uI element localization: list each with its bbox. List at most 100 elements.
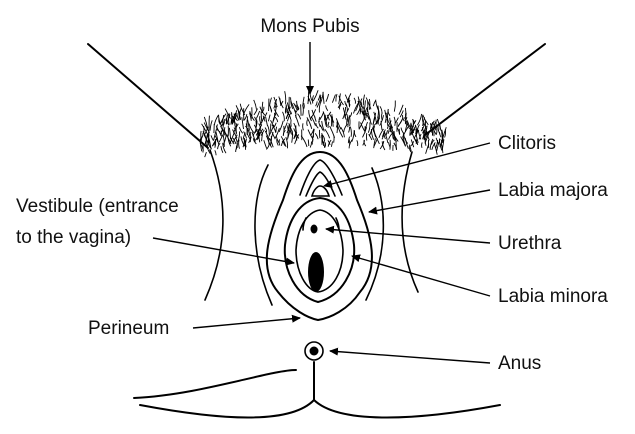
label-perineum: Perineum: [88, 318, 169, 339]
hair-stroke: [357, 108, 360, 115]
hair-stroke: [264, 140, 267, 148]
anus-leader: [330, 351, 490, 363]
urethra-opening: [311, 225, 318, 234]
hair-stroke: [313, 90, 318, 101]
vestibule-leader: [153, 238, 294, 263]
hair-stroke: [332, 95, 335, 103]
hair-stroke: [341, 127, 345, 137]
hair-stroke: [354, 103, 359, 114]
perineum-leader: [193, 318, 300, 328]
hair-stroke: [357, 140, 358, 146]
hair-stroke: [363, 95, 364, 106]
hair-stroke: [249, 130, 250, 136]
hair-stroke: [394, 101, 395, 112]
hair-stroke: [303, 105, 304, 115]
hair-stroke: [239, 140, 240, 149]
hair-stroke: [328, 122, 329, 128]
hair-stroke: [308, 140, 309, 147]
hair-stroke: [344, 124, 348, 132]
hair-stroke: [336, 94, 337, 102]
hair-stroke: [349, 115, 350, 126]
hair-stroke: [313, 95, 314, 103]
hair-stroke: [417, 114, 421, 125]
right-buttock-curve: [314, 400, 500, 418]
pubic-hair-illustration: [200, 90, 446, 157]
hair-stroke: [256, 111, 259, 119]
hair-stroke: [211, 135, 214, 140]
hair-stroke: [368, 122, 370, 132]
hair-stroke: [205, 152, 207, 157]
hair-stroke: [221, 146, 223, 153]
hair-stroke: [331, 141, 332, 146]
hair-stroke: [298, 114, 301, 120]
hair-stroke: [310, 142, 311, 148]
hair-stroke: [346, 104, 347, 112]
hair-stroke: [301, 104, 302, 116]
hair-stroke: [316, 123, 318, 128]
hair-stroke: [350, 127, 351, 137]
clitoris-glans: [312, 186, 329, 196]
hair-stroke: [225, 127, 226, 134]
labia-majora-leader: [369, 190, 490, 212]
hair-stroke: [389, 133, 393, 139]
hair-stroke: [268, 115, 270, 122]
hair-stroke: [254, 109, 258, 115]
hair-stroke: [326, 112, 331, 121]
hair-stroke: [266, 117, 268, 126]
hair-stroke: [242, 117, 244, 129]
hair-stroke: [279, 97, 281, 105]
hair-stroke: [272, 132, 275, 138]
label-anus: Anus: [498, 353, 541, 374]
hair-stroke: [387, 109, 388, 120]
hair-stroke: [398, 119, 402, 127]
hair-stroke: [313, 129, 314, 138]
hair-stroke: [301, 136, 307, 147]
hair-stroke: [436, 125, 437, 134]
hair-stroke: [279, 121, 283, 132]
clitoral-hood: [300, 160, 342, 195]
hair-stroke: [275, 117, 278, 122]
hair-stroke: [352, 130, 354, 142]
hair-stroke: [308, 130, 313, 140]
hair-stroke: [210, 120, 212, 130]
hair-stroke: [268, 125, 270, 134]
hair-stroke: [320, 112, 324, 120]
label-clitoris: Clitoris: [498, 133, 556, 154]
hair-stroke: [315, 117, 317, 122]
hair-stroke: [394, 117, 395, 126]
hair-stroke: [276, 127, 277, 133]
vaginal-opening: [308, 252, 324, 292]
hair-stroke: [214, 115, 218, 125]
hair-stroke: [303, 123, 304, 130]
hair-stroke: [254, 100, 257, 110]
hair-stroke: [309, 99, 311, 105]
hair-stroke: [315, 133, 318, 139]
hair-stroke: [402, 127, 408, 138]
hair-stroke: [284, 123, 287, 130]
hair-stroke: [215, 150, 216, 155]
hair-stroke: [373, 100, 376, 106]
hair-stroke: [229, 128, 230, 140]
vestibule-crease-left: [303, 218, 306, 230]
hair-stroke: [401, 128, 403, 134]
hair-stroke: [396, 138, 397, 150]
label-vestibule-line1: Vestibule (entrance: [16, 196, 179, 217]
hair-stroke: [316, 101, 318, 106]
hair-stroke: [261, 112, 262, 123]
right-thigh-outline: [425, 44, 545, 135]
hair-stroke: [249, 124, 254, 133]
hair-stroke: [376, 101, 379, 112]
hair-stroke: [323, 111, 325, 120]
hair-stroke: [312, 139, 313, 144]
label-labia-minora: Labia minora: [498, 286, 608, 307]
hair-stroke: [279, 139, 280, 145]
hair-stroke: [259, 136, 260, 142]
hair-stroke: [270, 106, 271, 112]
label-mons-pubis: Mons Pubis: [260, 16, 359, 37]
left-buttock-curve: [140, 400, 314, 418]
labia-minora-leader: [352, 256, 490, 296]
hair-stroke: [330, 126, 335, 138]
left-outer-contour: [205, 150, 223, 300]
urethra-leader: [326, 229, 490, 243]
